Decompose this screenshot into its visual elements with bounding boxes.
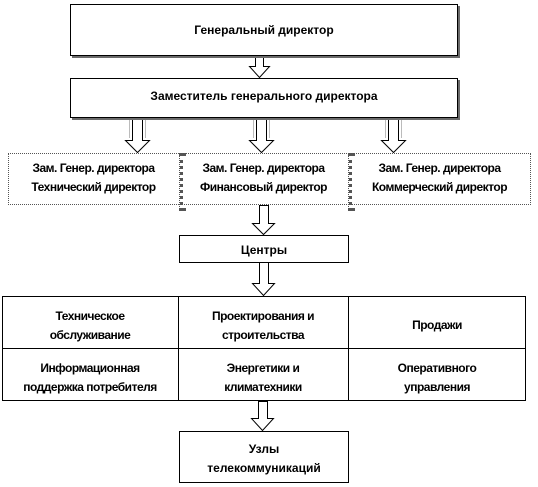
deputy-commercial-director: Зам. Генер. директора Коммерческий дирек…: [348, 153, 531, 205]
telecom-nodes-line1: Узлы: [248, 442, 280, 456]
center-customer-info-support-line2: поддержка потребителя: [23, 379, 157, 394]
deputy-commercial-line2: Коммерческий директор: [371, 180, 508, 194]
general-director-label: Генеральный директор: [194, 23, 334, 37]
centers-label: Центры: [240, 243, 288, 257]
center-sales: Продажи: [348, 296, 526, 348]
arrow-general-to-deputy: [248, 55, 271, 79]
center-technical-service-line1: Техническое: [55, 308, 125, 323]
center-customer-info-support: Информационная поддержка потребителя: [2, 348, 178, 401]
center-sales-line1: Продажи: [412, 318, 462, 332]
deputy-commercial-line1: Зам. Генер. директора: [378, 161, 501, 175]
center-customer-info-support-line1: Информационная: [40, 360, 140, 375]
center-energy-climate-line1: Энергетики и: [226, 360, 300, 375]
center-operational-management-line2: управления: [404, 379, 470, 394]
deputies-row: [8, 153, 531, 205]
arrow-grid-to-nodes: [250, 401, 275, 432]
center-operational-management: Оперативного управления: [348, 348, 526, 401]
arrow-deputy-to-commercial: [380, 118, 407, 154]
deputy-financial-director: Зам. Генер. директора Финансовый директо…: [179, 153, 348, 205]
center-design-construction: Проектирования и строительства: [178, 296, 348, 348]
arrow-deputy-to-financial: [248, 118, 275, 154]
center-technical-service-line2: обслуживание: [49, 327, 131, 342]
arrow-centers-to-grid: [251, 262, 276, 297]
deputy-technical-line2: Технический директор: [31, 180, 156, 194]
arrow-deputy-to-technical: [124, 118, 151, 154]
centers-box: Центры: [179, 235, 349, 263]
deputy-technical-director: Зам. Генер. директора Технический директ…: [8, 153, 179, 205]
telecom-nodes-box: Узлы телекоммуникаций: [179, 431, 349, 483]
deputy-technical-line1: Зам. Генер. директора: [32, 161, 155, 175]
center-operational-management-line1: Оперативного: [397, 360, 477, 375]
center-design-construction-line1: Проектирования и: [211, 308, 315, 323]
deputy-financial-line1: Зам. Генер. директора: [202, 161, 325, 175]
center-design-construction-line2: строительства: [221, 327, 305, 342]
telecom-nodes-line2: телекоммуникаций: [207, 461, 321, 475]
deputy-general-director-label: Заместитель генерального директора: [150, 89, 378, 103]
center-technical-service: Техническое обслуживание: [2, 296, 178, 348]
center-energy-climate-line2: климатехники: [224, 379, 302, 394]
center-energy-climate: Энергетики и климатехники: [178, 348, 348, 401]
deputy-financial-line2: Финансовый директор: [199, 180, 328, 194]
general-director-box: Генеральный директор: [70, 4, 458, 56]
deputy-general-director-box: Заместитель генерального директора: [70, 78, 458, 118]
arrow-deputies-to-centers: [251, 205, 276, 236]
